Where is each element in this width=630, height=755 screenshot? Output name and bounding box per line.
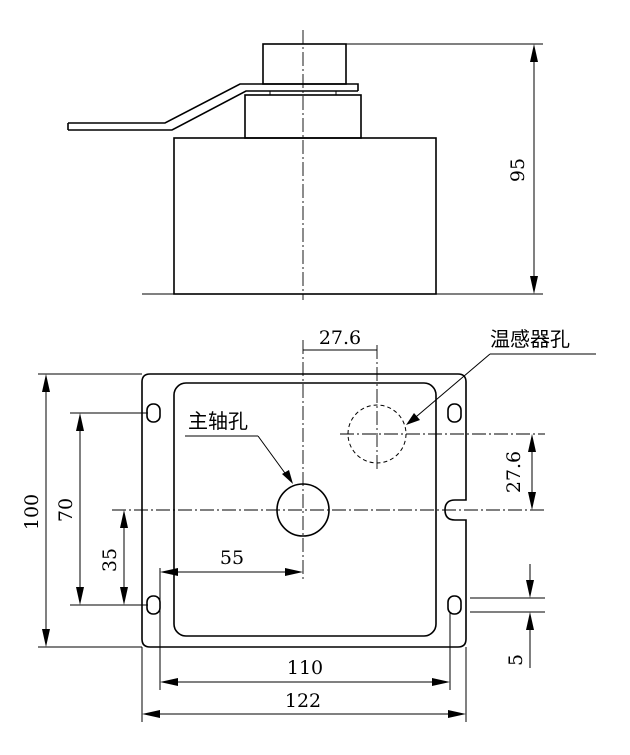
dim-70-arrow-bottom xyxy=(76,587,84,605)
dim-55-arrow-right xyxy=(285,568,303,576)
dim-27-6-v-arrow-top xyxy=(528,434,536,452)
dim-95-arrow-bottom xyxy=(530,276,538,294)
dim-100-arrow-bottom xyxy=(42,629,50,647)
dim-70-text: 70 xyxy=(55,498,77,522)
dim-122-arrow-right xyxy=(448,710,466,718)
mounting-slot-top-left xyxy=(146,403,161,423)
sensor-leader xyxy=(409,353,491,423)
dim-55-text: 55 xyxy=(220,547,244,569)
sensor-hole-label: 温感器孔 xyxy=(490,327,570,351)
sensor-leader-arrow xyxy=(406,413,420,425)
bracket-lower-edge xyxy=(68,90,358,131)
mounting-slot-bottom-right xyxy=(447,595,462,615)
mounting-slot-bottom-left xyxy=(146,595,161,615)
dim-27-6-v-arrow-bottom xyxy=(528,492,536,510)
spindle-hole-label: 主轴孔 xyxy=(188,409,248,433)
dim-70-arrow-top xyxy=(76,413,84,431)
dim-110-arrow-left xyxy=(160,678,178,686)
dim-27-6-v-text: 27.6 xyxy=(503,451,525,493)
side-top-cap xyxy=(262,43,347,85)
dim-122-arrow-left xyxy=(142,710,160,718)
dim-100-arrow-top xyxy=(42,374,50,392)
dim-110-text: 110 xyxy=(287,657,323,679)
dim-5-text: 5 xyxy=(505,654,527,666)
dim-95-text: 95 xyxy=(507,158,529,182)
dim-95-arrow-top xyxy=(530,44,538,62)
dim-27-6-h-text: 27.6 xyxy=(319,327,361,349)
dim-110-arrow-right xyxy=(432,678,450,686)
plate-inner-outline xyxy=(173,382,437,637)
dim-5-arrow-top xyxy=(526,580,534,598)
dim-5-arrow-bottom xyxy=(526,612,534,630)
dim-55-arrow-left xyxy=(160,568,178,576)
plate-outline xyxy=(141,373,467,648)
dim-35-text: 35 xyxy=(99,548,121,572)
dim-122-text: 122 xyxy=(285,690,321,712)
side-view: 95 xyxy=(67,30,543,300)
dim-100-text: 100 xyxy=(21,494,43,530)
top-view: 27.6 温感器孔 主轴孔 27.6 100 70 xyxy=(21,327,596,722)
mounting-slot-top-right xyxy=(447,403,462,423)
side-body xyxy=(173,137,437,295)
dim-35-arrow-bottom xyxy=(120,587,128,605)
bracket-upper-edge xyxy=(68,83,359,124)
dim-35-arrow-top xyxy=(120,510,128,528)
spindle-leader-arrow xyxy=(282,470,293,484)
